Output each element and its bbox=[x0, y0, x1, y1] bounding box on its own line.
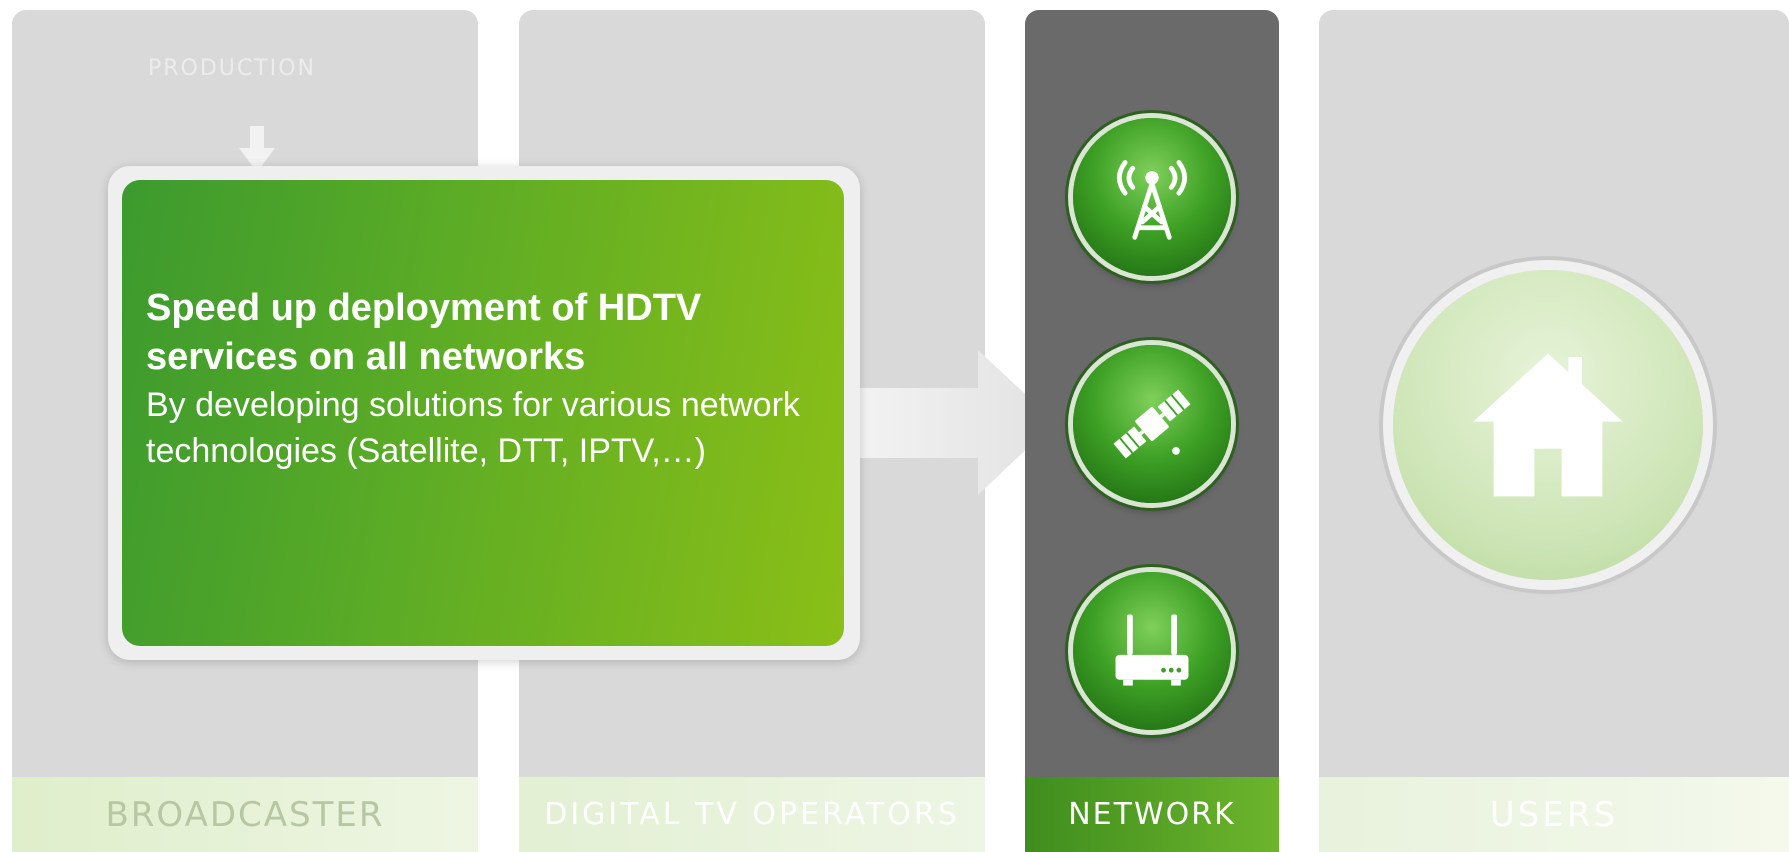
flow-arrow-icon bbox=[850, 350, 1055, 495]
users-label: USERS bbox=[1319, 777, 1789, 852]
callout-body: By developing solutions for various netw… bbox=[146, 386, 800, 470]
digital-tv-operators-label: DIGITAL TV OPERATORS bbox=[519, 777, 985, 852]
satellite-icon bbox=[1113, 389, 1191, 459]
broadcast-tower-button[interactable] bbox=[1073, 118, 1231, 276]
network-label: NETWORK bbox=[1025, 777, 1279, 852]
home-button[interactable] bbox=[1393, 270, 1703, 580]
arrow-down-icon bbox=[239, 126, 275, 172]
callout-box: Speed up deployment of HDTV services on … bbox=[122, 180, 844, 646]
callout-title: Speed up deployment of HDTV services on … bbox=[146, 287, 702, 378]
satellite-button[interactable] bbox=[1073, 345, 1231, 503]
home-icon bbox=[1473, 353, 1623, 497]
router-button[interactable] bbox=[1073, 572, 1231, 730]
broadcast-tower-icon bbox=[1116, 160, 1188, 240]
production-label: PRODUCTION bbox=[148, 56, 316, 81]
broadcaster-label: BROADCASTER bbox=[12, 777, 478, 852]
router-icon bbox=[1115, 614, 1189, 686]
